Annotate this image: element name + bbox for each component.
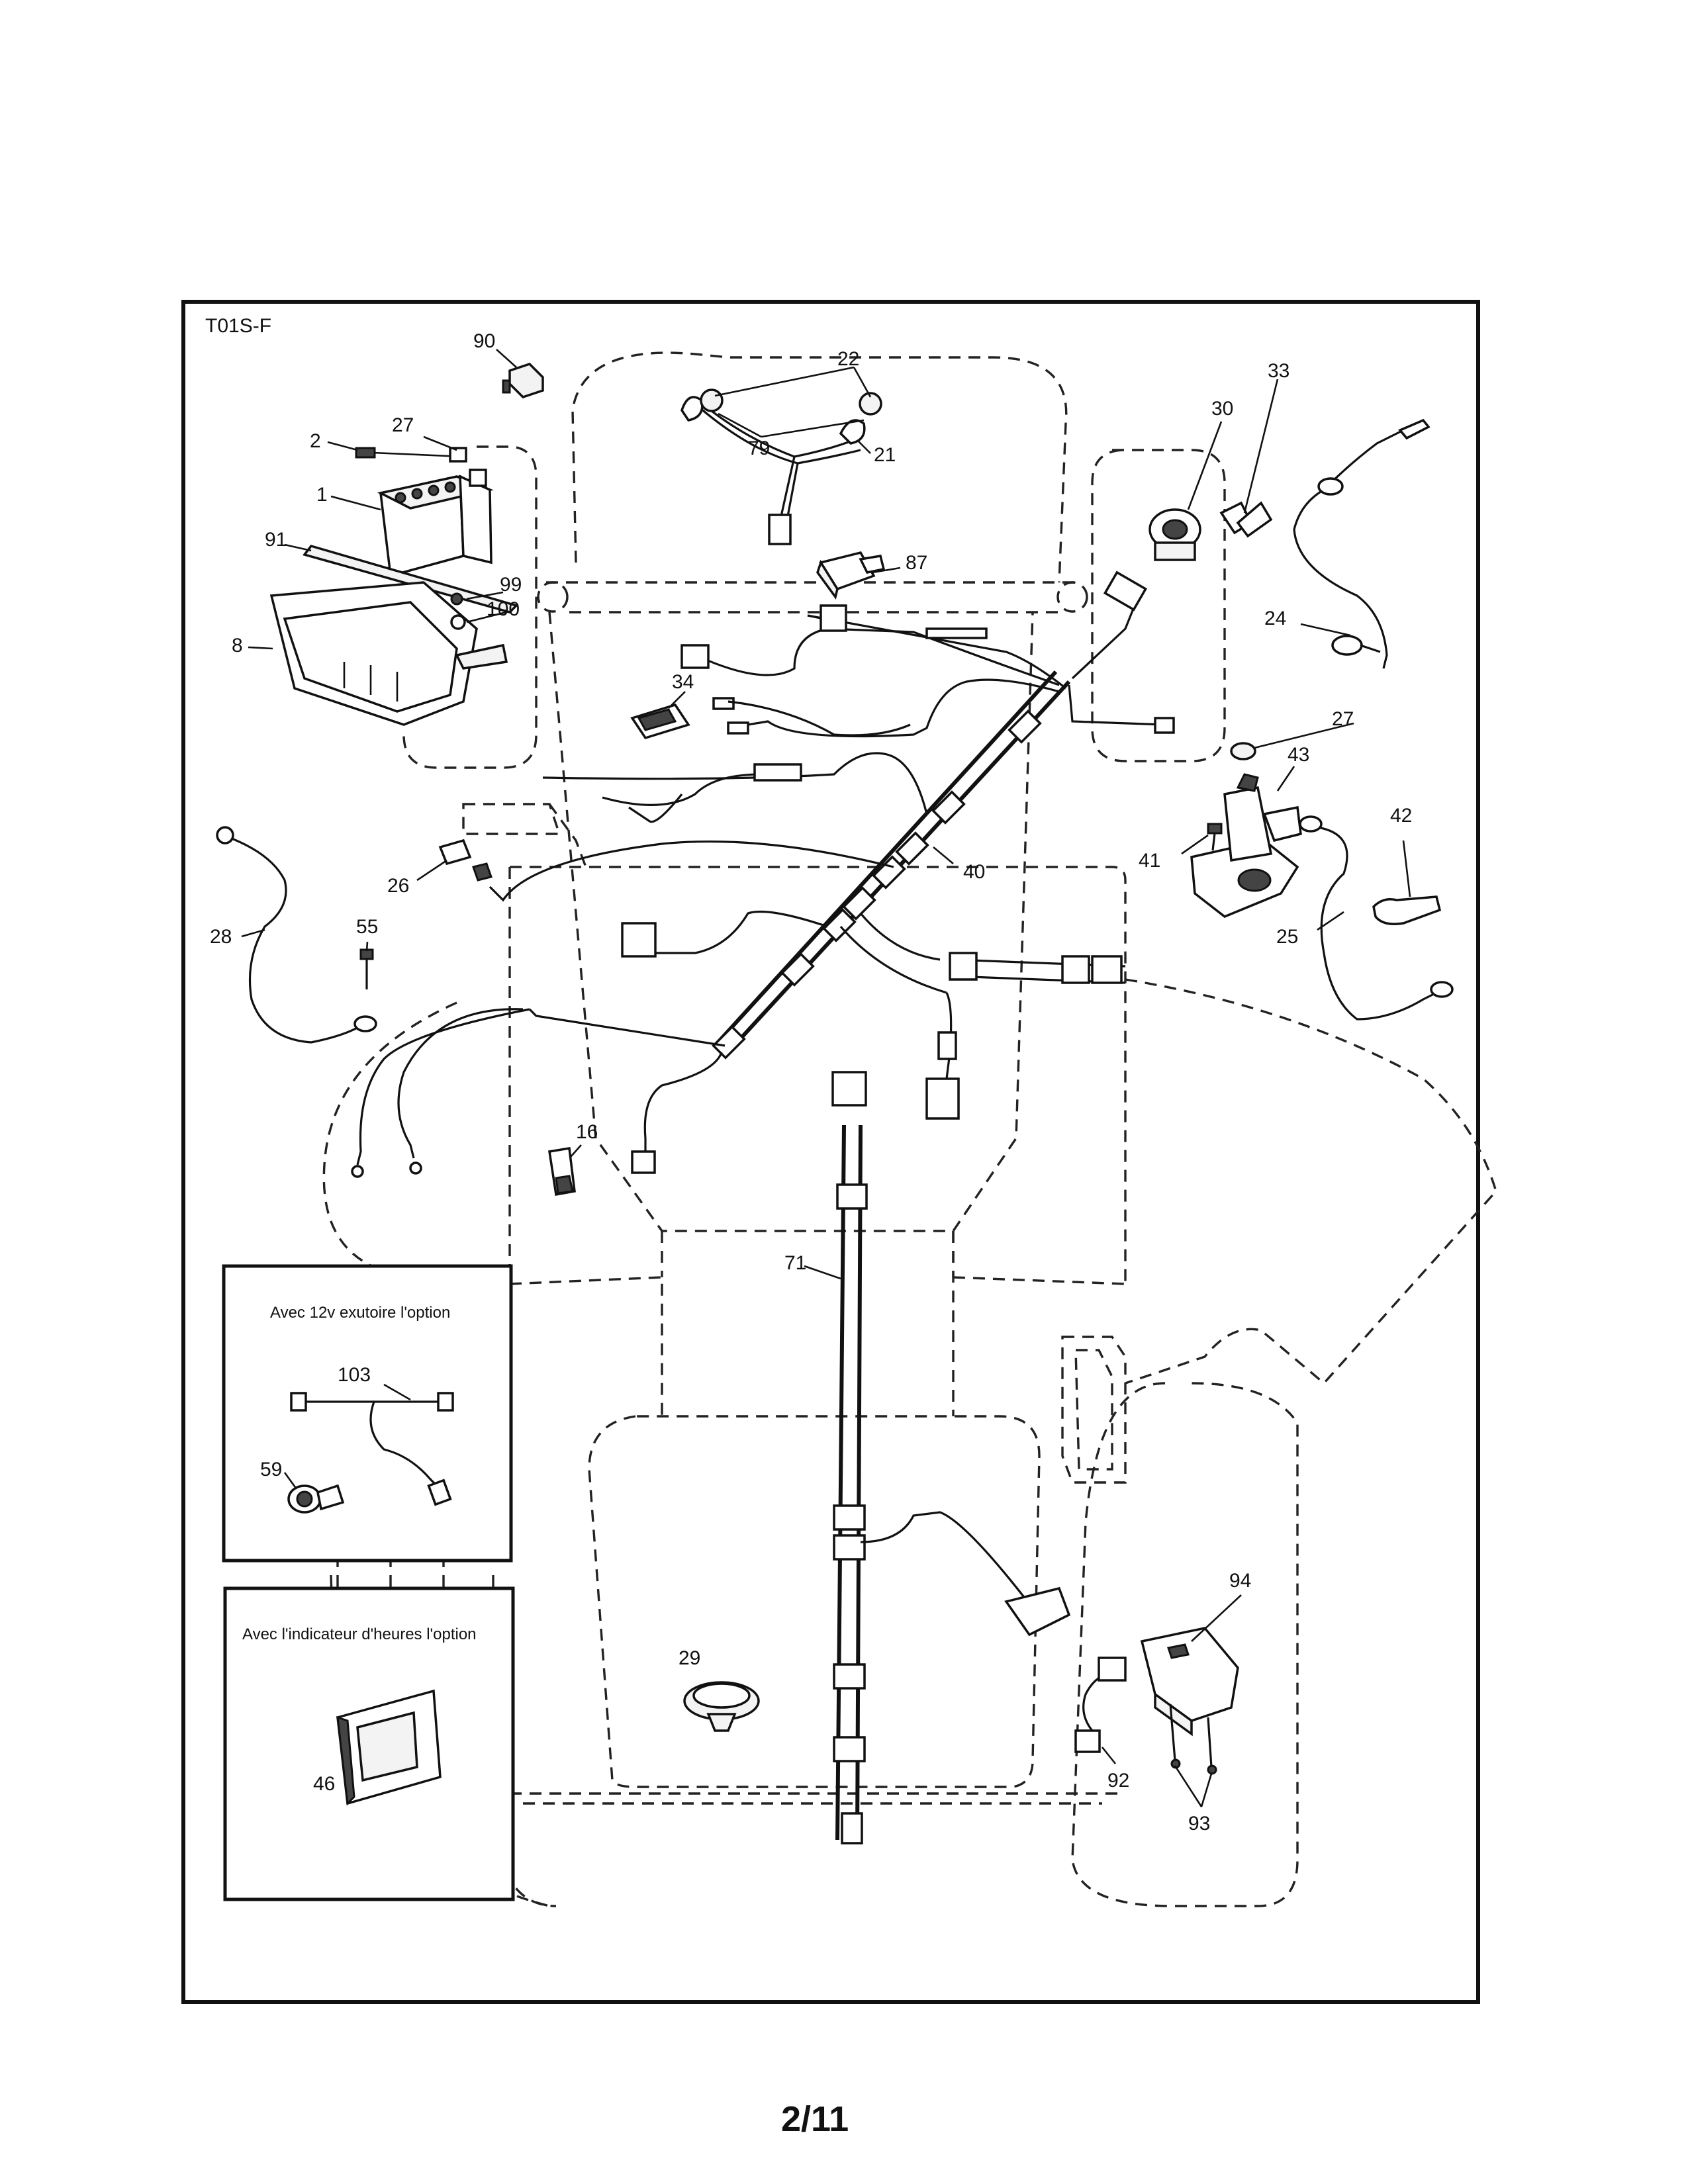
callout-92: 92 [1107,1770,1129,1792]
callout-71: 71 [784,1252,806,1274]
ground-cable-28 [216,826,377,1044]
callout-34: 34 [672,671,694,693]
callout-26: 26 [387,875,409,897]
callout-46: 46 [313,1773,335,1795]
diagram-frame [181,300,1480,2004]
inset-12v-outlet: Avec 12v exutoire l'option [222,1264,513,1563]
callout-2: 2 [310,430,321,452]
inset-hour-meter: Avec l'indicateur d'heures l'option [223,1586,515,1901]
callout-79: 79 [748,437,770,459]
callout-24: 24 [1264,608,1286,629]
switch-16 [548,1146,576,1197]
ground-cable-25 [1299,815,1454,1021]
callout-90: 90 [473,330,495,352]
callout-99: 99 [500,574,522,596]
callout-22: 22 [837,348,859,370]
relay-87 [816,551,886,600]
callout-42: 42 [1390,805,1412,827]
callout-40: 40 [963,861,985,883]
callout-16: 16 [576,1121,598,1143]
battery [355,447,494,578]
harness-92 [1074,1657,1127,1753]
grommet-29 [683,1681,760,1732]
plug-connector-90 [502,362,544,399]
ignition-key-33 [1219,501,1273,538]
switch-34 [630,703,690,740]
callout-27b: 27 [1332,708,1354,730]
diagram-code: T01S-F [205,315,271,337]
callout-91: 91 [265,529,287,551]
callout-59: 59 [260,1459,282,1480]
callout-30: 30 [1211,398,1233,420]
callout-8: 8 [232,635,243,657]
fuse-holder-26 [438,839,492,882]
callout-41: 41 [1139,850,1160,872]
leader-lines [241,349,1411,1807]
battery-strap [303,544,519,614]
callouts: 90 22 79 21 87 2 27 1 91 99 100 8 33 30 … [210,330,1412,1835]
bolt-41 [1207,823,1223,851]
callout-93: 93 [1188,1813,1210,1835]
inset-outlet-title: Avec 12v exutoire l'option [270,1304,450,1322]
callout-29: 29 [679,1647,700,1669]
starter-solenoid-43 [1190,742,1302,919]
callout-1: 1 [316,484,328,506]
callout-25: 25 [1276,926,1298,948]
callout-28: 28 [210,926,232,948]
callout-87: 87 [906,552,927,574]
callout-55: 55 [356,916,378,938]
callout-103: 103 [338,1364,371,1386]
callout-27a: 27 [392,414,414,436]
callout-21: 21 [874,444,896,466]
headlight-harness [680,388,882,545]
battery-tray [269,581,508,726]
switch-94 [1140,1627,1239,1737]
callout-43: 43 [1288,744,1309,766]
main-wire-harness [351,570,1175,1178]
screw-55 [359,948,374,989]
page-number: 2/11 [781,2099,849,2139]
inset-hour-meter-title: Avec l'indicateur d'heures l'option [242,1625,477,1643]
battery-cable-24 [1293,418,1430,669]
callout-94: 94 [1229,1570,1251,1592]
callout-100: 100 [487,598,520,620]
callout-33: 33 [1268,360,1289,382]
terminal-cover-42 [1372,895,1442,925]
screws-93 [1169,1704,1217,1775]
ignition-switch-30 [1149,508,1201,561]
wire-harness-71 [831,1071,1071,1844]
